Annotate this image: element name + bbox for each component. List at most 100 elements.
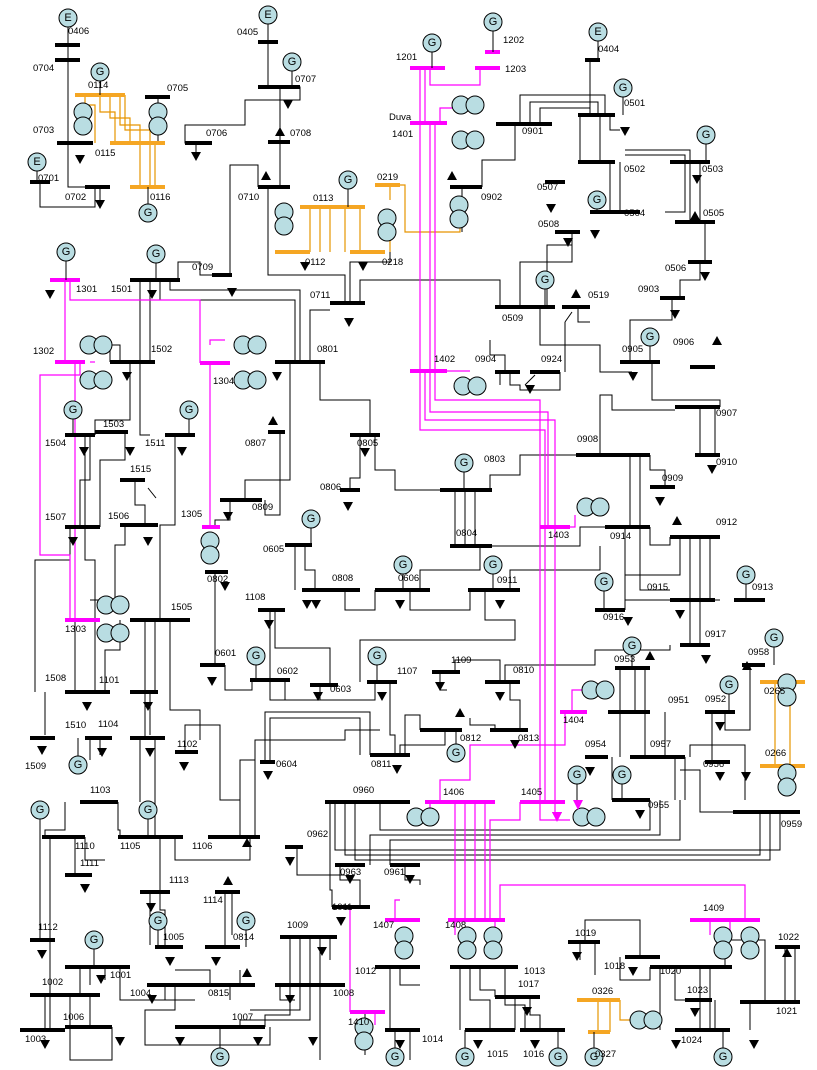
bus-label-0916: 0916	[603, 612, 624, 623]
bus-label-1018: 1018	[604, 961, 625, 972]
bus-label-0404: 0404	[598, 44, 619, 55]
bus-label-0803: 0803	[484, 454, 505, 465]
source-arrow-icon	[242, 838, 252, 847]
bus-label-0605: 0605	[263, 544, 284, 555]
source-arrow-icon	[645, 651, 655, 660]
transformer-icon	[96, 595, 130, 615]
generator-icon: G	[483, 555, 503, 575]
bus-label-0405: 0405	[237, 27, 258, 38]
bus-label-1304: 1304	[213, 376, 234, 387]
load-arrow-icon	[405, 875, 415, 884]
load-arrow-icon	[37, 746, 47, 755]
bus-label-1024: 1024	[681, 1035, 702, 1046]
bus-label-1401: 1401	[392, 129, 413, 140]
load-arrow-icon	[146, 903, 156, 912]
load-arrow-icon	[701, 655, 711, 664]
bus-label-0801: 0801	[317, 344, 338, 355]
bus-label-0912: 0912	[716, 517, 737, 528]
load-arrow-icon	[573, 800, 583, 810]
bus-label-0115: 0115	[95, 148, 115, 159]
bus-label-1510: 1510	[65, 720, 86, 731]
load-arrow-icon	[552, 812, 562, 822]
bus-label-1004: 1004	[130, 988, 151, 999]
transformer-icon	[449, 195, 469, 229]
bus-label-0906: 0906	[673, 337, 694, 348]
transformer-icon	[581, 680, 615, 700]
bus-label-0806: 0806	[320, 482, 341, 493]
load-arrow-icon	[715, 722, 725, 731]
load-arrow-icon	[143, 537, 153, 546]
transformer-icon	[453, 376, 487, 396]
svg-text:G: G	[770, 632, 779, 644]
svg-text:G: G	[399, 559, 408, 571]
bus-label-1502: 1502	[151, 344, 172, 355]
bus-label-1015: 1015	[487, 1049, 508, 1060]
bus-label-0606: 0606	[398, 573, 419, 584]
svg-text:G: G	[152, 248, 161, 260]
svg-text:G: G	[373, 650, 382, 662]
svg-text:G: G	[144, 804, 153, 816]
svg-text:G: G	[242, 915, 251, 927]
generator-icon: G	[455, 1047, 475, 1067]
bus-label-1202: 1202	[503, 35, 524, 46]
bus-label-0903: 0903	[638, 284, 659, 295]
source-arrow-icon	[690, 211, 700, 220]
bus-label-1112: 1112	[38, 922, 58, 933]
svg-text:G: G	[452, 747, 461, 759]
load-arrow-icon	[45, 290, 55, 299]
load-arrow-icon	[690, 1008, 700, 1017]
generator-icon: G	[764, 628, 784, 648]
bus-label-0810: 0810	[513, 665, 534, 676]
bus-label-1002: 1002	[42, 977, 63, 988]
transformer-icon	[233, 335, 267, 355]
generator-icon: G	[246, 646, 266, 666]
bus-label-1303: 1303	[65, 624, 86, 635]
load-arrow-icon	[590, 230, 600, 239]
bus-label-0406: 0406	[68, 26, 89, 37]
bus-label-0503: 0503	[702, 164, 723, 175]
load-arrow-icon	[317, 947, 327, 956]
bus-label-0602: 0602	[277, 666, 298, 677]
load-arrow-icon	[572, 952, 582, 961]
generator-icon: G	[736, 565, 756, 585]
bus-label-0707: 0707	[295, 74, 316, 85]
load-arrow-icon	[207, 677, 217, 686]
generator-icon: G	[422, 33, 442, 53]
bus-label-0960: 0960	[353, 785, 374, 796]
bus-label-0218: 0218	[382, 257, 403, 268]
bus-label-1110: 1110	[75, 841, 95, 852]
load-arrow-icon	[175, 1037, 185, 1046]
bus-label-0915: 0915	[647, 582, 668, 593]
load-arrow-icon	[253, 1037, 263, 1046]
load-arrow-icon	[343, 502, 353, 511]
bus-label-1021: 1021	[776, 1006, 797, 1017]
generator-icon: G	[84, 930, 104, 950]
bus-label-0956: 0956	[703, 759, 724, 770]
bus-label-1506: 1506	[108, 511, 129, 522]
load-arrow-icon	[358, 262, 368, 271]
bus-label-1511: 1511	[145, 438, 165, 449]
svg-text:G: G	[307, 513, 316, 525]
bus-label-1012: 1012	[355, 966, 376, 977]
source-arrow-icon	[782, 948, 792, 957]
source-arrow-icon	[712, 336, 722, 345]
bus-label-0809: 0809	[252, 502, 273, 513]
load-arrow-icon	[115, 1037, 125, 1046]
load-arrow-icon	[125, 447, 135, 456]
svg-text:G: G	[628, 640, 637, 652]
bus-label-0265: 0265	[764, 686, 785, 697]
svg-text:G: G	[719, 1051, 728, 1063]
bus-label-1410: 1410	[348, 1017, 369, 1028]
bus-label-1113: 1113	[169, 875, 189, 886]
bus-label-0113: 0113	[313, 193, 333, 204]
bus-label-0505: 0505	[703, 208, 724, 219]
load-arrow-icon	[749, 1040, 759, 1049]
svg-text:G: G	[185, 404, 194, 416]
transformer-icon	[96, 623, 130, 643]
generator-icon: G	[393, 555, 413, 575]
bus-label-0957: 0957	[650, 739, 671, 750]
generator-icon: G	[236, 911, 256, 931]
bus-label-0959: 0959	[781, 819, 802, 830]
load-arrow-icon	[671, 1040, 681, 1049]
transformer-icon	[79, 335, 113, 355]
